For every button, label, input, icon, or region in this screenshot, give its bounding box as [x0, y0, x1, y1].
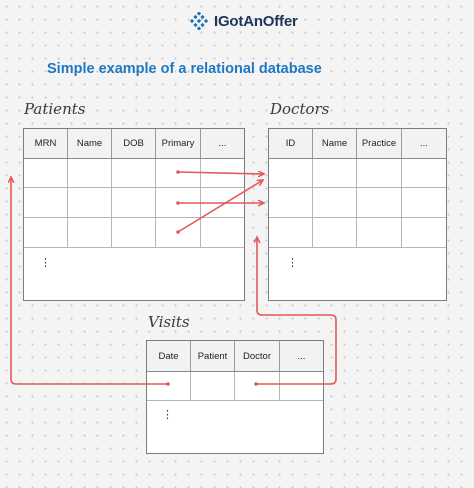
- table-row: [269, 188, 446, 218]
- patients-more-rows: ⋮: [40, 257, 51, 269]
- doctors-col-name: Name: [313, 129, 357, 158]
- table-row: [24, 218, 244, 248]
- visits-col-patient: Patient: [191, 341, 235, 371]
- visits-col-more: ...: [297, 350, 306, 362]
- visits-col-doctor: Doctor: [235, 341, 280, 371]
- visits-label: Visits: [148, 313, 190, 331]
- doctors-col-more: ...: [420, 138, 428, 149]
- logo-text: IGotAnOffer: [214, 12, 298, 30]
- table-row: [269, 159, 446, 188]
- table-row: [147, 372, 323, 401]
- doctors-col-practice: Practice: [357, 129, 402, 158]
- doctors-col-id: ID: [269, 129, 313, 158]
- patients-col-name: Name: [68, 129, 112, 158]
- connector-visit-to-doctor: [256, 237, 337, 385]
- doctors-header-row: ID Name Practice ...: [269, 129, 446, 159]
- patients-col-primary: Primary: [156, 129, 201, 158]
- logo: IGotAnOffer: [190, 12, 298, 30]
- diamond-grid-icon: [190, 12, 208, 30]
- patients-label: Patients: [24, 100, 86, 118]
- visits-more-rows: ⋮: [162, 409, 173, 421]
- patients-col-more: ...: [218, 138, 227, 149]
- table-row: [269, 218, 446, 248]
- connector-primary-to-doctor-1: [177, 172, 264, 174]
- doctors-more-rows: ⋮: [287, 257, 298, 269]
- patients-table: MRN Name DOB Primary ...: [23, 128, 245, 301]
- doctors-label: Doctors: [270, 100, 330, 118]
- connector-primary-to-doctor-3: [177, 180, 263, 233]
- visits-col-date: Date: [147, 341, 191, 371]
- patients-header-row: MRN Name DOB Primary ...: [24, 129, 244, 159]
- page-title: Simple example of a relational database: [47, 61, 322, 77]
- visits-table: Date Patient Doctor ...: [146, 340, 324, 454]
- connector-visit-to-patient: [11, 177, 169, 385]
- patients-col-mrn: MRN: [24, 129, 68, 158]
- doctors-table: ID Name Practice ...: [268, 128, 447, 301]
- patients-col-dob: DOB: [112, 129, 156, 158]
- visits-header-row: Date Patient Doctor ...: [147, 341, 323, 372]
